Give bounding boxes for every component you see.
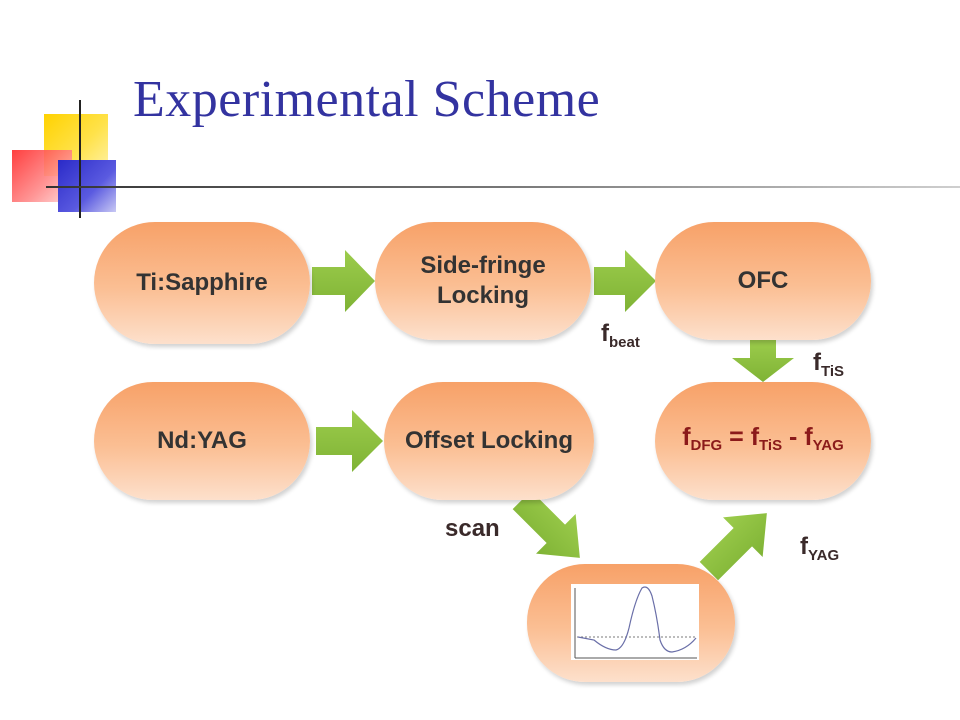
box-side-fringe-label: Side-fringe Locking bbox=[420, 252, 546, 309]
box-offset-locking-label: Offset Locking bbox=[404, 427, 573, 454]
box-ti-sapphire-label: Ti:Sapphire bbox=[136, 269, 268, 296]
arrow-sidefringe-to-ofc bbox=[594, 250, 656, 312]
box-offset-locking: Offset Locking bbox=[384, 382, 594, 500]
signal-plot bbox=[571, 584, 699, 660]
decor-vertical-line bbox=[79, 100, 81, 218]
box-ofc: OFC bbox=[655, 222, 871, 340]
dfg-formula: fDFG = fTiS - fYAG bbox=[682, 422, 844, 454]
arrow-ndyag-to-offset bbox=[316, 410, 383, 472]
title-underline bbox=[46, 186, 960, 188]
label-ftis: fTiS bbox=[813, 349, 845, 380]
box-nd-yag: Nd:YAG bbox=[94, 382, 310, 500]
arrow-scan-diagonal bbox=[512, 490, 580, 558]
box-side-fringe-locking: Side-fringe Locking bbox=[375, 222, 591, 340]
label-fbeat: fbeat bbox=[601, 320, 640, 351]
arrow-ofc-down bbox=[732, 340, 794, 382]
label-fyag: fYAG bbox=[800, 533, 840, 564]
label-scan: scan bbox=[445, 515, 500, 542]
arrow-ti-to-sidefringe bbox=[312, 250, 375, 312]
arrow-diagonal-up bbox=[699, 513, 767, 581]
box-nd-yag-label: Nd:YAG bbox=[157, 427, 247, 454]
box-ti-sapphire: Ti:Sapphire bbox=[94, 222, 310, 344]
slide-title: Experimental Scheme bbox=[133, 71, 601, 128]
box-ofc-label: OFC bbox=[737, 267, 789, 294]
box-dfg-formula: fDFG = fTiS - fYAG bbox=[655, 382, 871, 500]
